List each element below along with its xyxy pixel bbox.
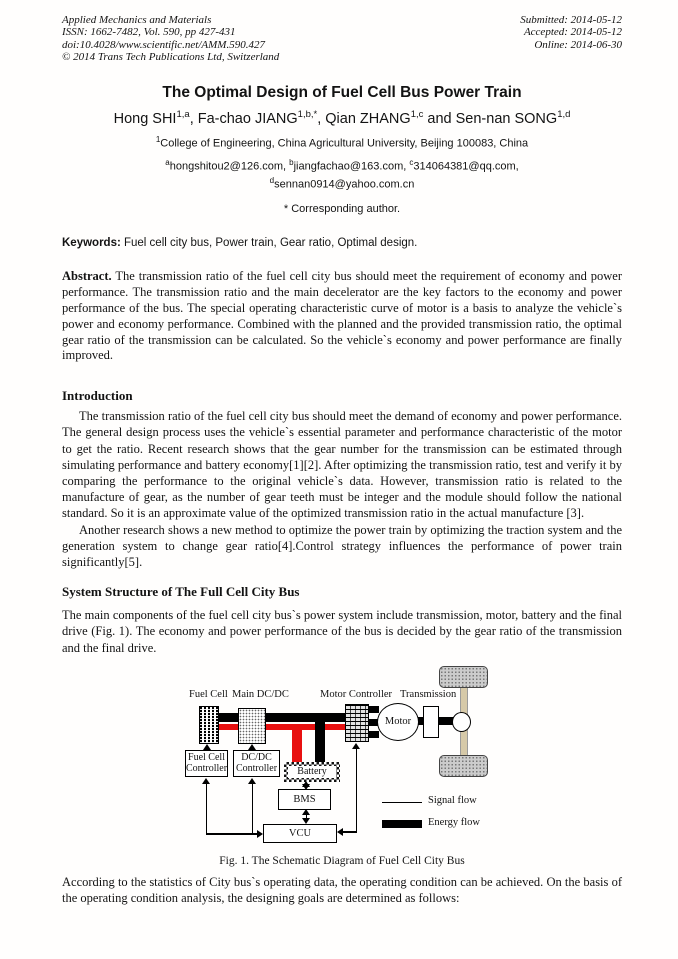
dcdc-controller-label: DC/DC Controller	[236, 752, 277, 775]
vcu-right-horizontal-line	[343, 831, 356, 833]
phase-bar-2	[368, 718, 379, 726]
paper-title: The Optimal Design of Fuel Cell Bus Powe…	[162, 83, 522, 101]
dcc-to-dcdc-arrow-icon	[248, 743, 256, 750]
keywords-line: Keywords: Fuel cell city bus, Power trai…	[62, 237, 622, 249]
dcdc-controller-box: DC/DC Controller	[233, 749, 280, 777]
corresponding-author-note: * Corresponding author.	[283, 203, 401, 216]
journal-name: Applied Mechanics and Materials	[62, 14, 212, 26]
keywords-label: Keywords:	[62, 237, 121, 250]
journal-copyright: © 2014 Trans Tech Publications Ltd, Swit…	[62, 51, 280, 64]
vcu-left-horizontal-line	[205, 833, 259, 835]
into-vcu-left-arrow-icon	[257, 830, 263, 839]
wheel-bottom	[439, 754, 488, 777]
abstract-paragraph: Abstract. The transmission ratio of the …	[62, 269, 622, 364]
accepted-date: Accepted: 2014-05-12	[523, 26, 622, 39]
vcu-to-motorcontroller-arrow-icon	[352, 742, 360, 749]
fuel-cell-controller-line2: Controller	[185, 763, 228, 775]
vcu-label: VCU	[288, 827, 312, 839]
motor-controller-label: Motor Controller	[320, 688, 393, 700]
emails-line-2: dsennan0914@yahoo.com.cn	[269, 176, 415, 191]
journal-issn-volume: ISSN: 1662-7482, Vol. 590, pp 427-431	[62, 26, 236, 39]
bms-box: BMS	[278, 788, 331, 810]
emails-line-1: ahongshitou2@126.com, bjiangfachao@163.c…	[165, 158, 519, 173]
authors-line: Hong SHI1,a, Fa-chao JIANG1,b,*, Qian ZH…	[113, 108, 571, 127]
affiliation-line: 1College of Engineering, China Agricultu…	[155, 135, 529, 151]
journal-header-right: Submitted: 2014-05-12 Accepted: 2014-05-…	[520, 14, 622, 64]
bms-vcu-arrow-line	[305, 813, 307, 819]
battery-bms-arrow-down-icon	[302, 783, 310, 790]
section-heading-system-structure: System Structure of The Full Cell City B…	[62, 584, 300, 600]
vcu-to-dcc-arrow-icon	[248, 777, 256, 784]
figure-1-schematic: Fuel Cell Main DC/DC Motor Controller Tr…	[62, 662, 622, 848]
transmission-output-shaft	[439, 716, 455, 725]
black-energy-bus	[219, 712, 347, 722]
main-dcdc-label: Main DC/DC	[232, 688, 289, 700]
transmission-label: Transmission	[400, 688, 457, 700]
online-date: Online: 2014-06-30	[534, 38, 622, 51]
legend-energy-line	[382, 819, 422, 828]
legend-signal-label: Signal flow	[428, 794, 477, 806]
fuel-cell-label: Fuel Cell	[189, 688, 228, 700]
section-heading-introduction: Introduction	[62, 388, 133, 404]
dcdc-controller-line1: DC/DC	[241, 751, 272, 763]
motor-circle: Motor	[377, 702, 419, 741]
abstract-label: Abstract.	[62, 269, 112, 284]
journal-header-left: Applied Mechanics and Materials ISSN: 16…	[62, 14, 279, 64]
journal-header: Applied Mechanics and Materials ISSN: 16…	[62, 14, 622, 64]
phase-bar-3	[368, 730, 379, 738]
motor-label: Motor	[384, 716, 412, 728]
fuel-cell-controller-line1: Fuel Cell	[188, 751, 225, 763]
abstract-text: The transmission ratio of the fuel cell …	[62, 269, 622, 363]
submitted-date: Submitted: 2014-05-12	[520, 14, 622, 26]
dcc-to-dcdc-stem	[251, 747, 253, 750]
vcu-to-fcc-line	[205, 782, 207, 835]
motor-output-shaft	[414, 716, 426, 725]
figure-1-caption: Fig. 1. The Schematic Diagram of Fuel Ce…	[219, 854, 465, 867]
red-battery-drop	[292, 723, 302, 763]
final-drive-circle	[452, 711, 471, 732]
black-battery-drop	[315, 712, 325, 762]
wheel-top	[439, 665, 488, 688]
vcu-to-dcc-line	[251, 782, 253, 835]
vcu-box: VCU	[263, 823, 337, 843]
bms-vcu-arrow-down-icon	[302, 817, 310, 824]
motor-controller-block	[345, 703, 369, 742]
bms-vcu-arrow-up-icon	[302, 808, 310, 815]
main-dcdc-block	[238, 707, 266, 744]
legend-energy-label: Energy flow	[428, 816, 481, 828]
closing-paragraph: According to the statistics of City bus`…	[62, 874, 622, 906]
journal-doi: doi:10.4028/www.scientific.net/AMM.590.4…	[62, 38, 265, 51]
fcc-to-fuelcell-arrow-icon	[203, 743, 211, 750]
fuel-cell-controller-label: Fuel Cell Controller	[186, 752, 227, 775]
system-paragraph-1: The main components of the fuel cell cit…	[62, 608, 622, 655]
vcu-to-motorcontroller-line	[355, 748, 357, 833]
fuel-cell-controller-box: Fuel Cell Controller	[185, 749, 228, 777]
red-energy-bus	[219, 723, 347, 730]
transmission-box	[423, 705, 439, 738]
intro-paragraph-2: Another research shows a new method to o…	[62, 522, 622, 570]
keywords-text: Fuel cell city bus, Power train, Gear ra…	[120, 237, 418, 250]
intro-paragraph-1: The transmission ratio of the fuel cell …	[62, 409, 622, 521]
legend-signal-line	[382, 801, 422, 804]
emails-block: ahongshitou2@126.com, bjiangfachao@163.c…	[62, 156, 622, 192]
phase-bar-1	[368, 705, 379, 713]
battery-box: Battery	[284, 761, 340, 782]
vcu-to-fcc-arrow-icon	[202, 777, 210, 784]
bms-label: BMS	[293, 793, 316, 805]
fuel-cell-block	[199, 705, 219, 744]
into-vcu-right-arrow-icon	[337, 828, 343, 837]
battery-label: Battery	[295, 766, 329, 778]
dcdc-controller-line2: Controller	[235, 763, 278, 775]
fcc-to-fuelcell-stem	[206, 747, 208, 750]
